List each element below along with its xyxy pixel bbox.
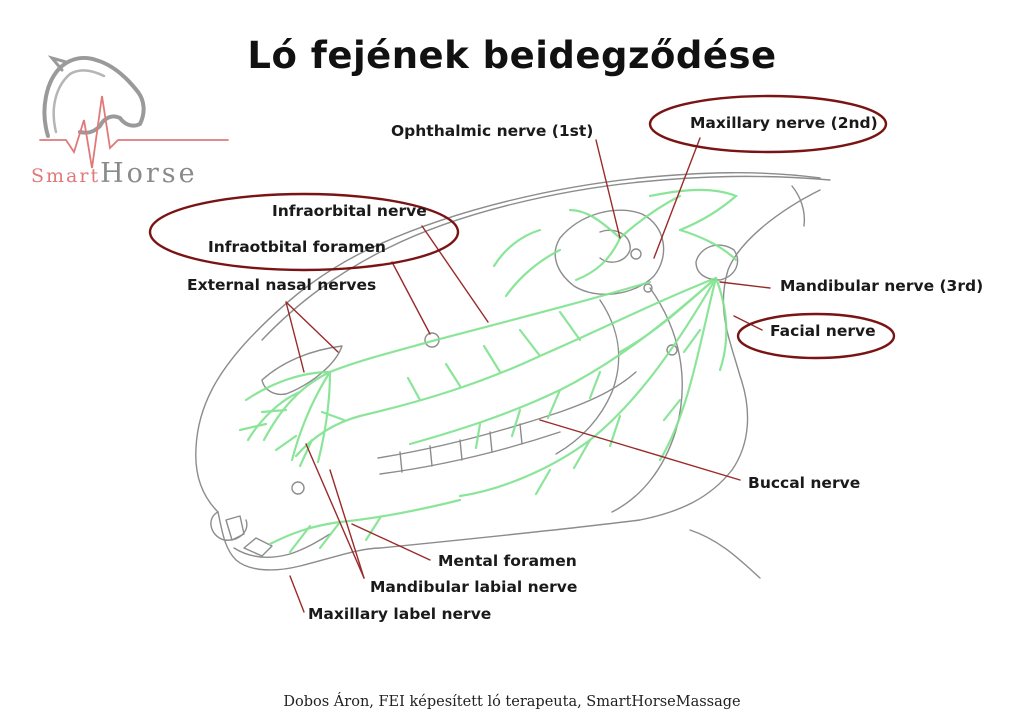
horse-head-outline bbox=[195, 172, 831, 579]
ring-facial bbox=[736, 312, 896, 360]
leader-external-nasal-2 bbox=[285, 301, 339, 353]
label-maxillary-labial-nerve: Maxillary label nerve bbox=[308, 605, 492, 623]
label-maxillary-nerve: Maxillary nerve (2nd) bbox=[690, 114, 878, 132]
footer-credit: Dobos Áron, FEI képesített ló terapeuta,… bbox=[283, 694, 741, 710]
label-mandibular-nerve: Mandibular nerve (3rd) bbox=[780, 277, 984, 295]
leader-maxillary-labial bbox=[289, 575, 305, 613]
leader-mandibular-labial-1 bbox=[305, 443, 365, 579]
highlight-rings bbox=[148, 94, 896, 360]
logo-word-smart: Smart bbox=[31, 165, 101, 187]
leader-mandibular-labial-2 bbox=[329, 469, 365, 579]
leader-mental-foramen bbox=[351, 523, 431, 561]
page-title: Ló fejének beidegződése bbox=[247, 34, 777, 77]
label-infraorbital-nerve: Infraorbital nerve bbox=[272, 202, 427, 220]
label-ophthalmic-nerve: Ophthalmic nerve (1st) bbox=[391, 122, 594, 140]
leader-buccal bbox=[539, 419, 741, 481]
nerve-network bbox=[238, 188, 739, 554]
label-facial-nerve: Facial nerve bbox=[770, 322, 876, 340]
label-mandibular-labial-nerve: Mandibular labial nerve bbox=[370, 578, 578, 596]
leader-lines bbox=[285, 137, 771, 613]
leader-infraorbital-foramen bbox=[391, 261, 431, 335]
ring-maxillary bbox=[648, 94, 888, 154]
leader-infraorbital-nerve bbox=[421, 225, 489, 323]
leader-mandibular bbox=[719, 281, 771, 289]
label-mental-foramen: Mental foramen bbox=[438, 552, 577, 570]
leader-maxillary bbox=[653, 137, 701, 259]
label-external-nasal-nerves: External nasal nerves bbox=[187, 276, 377, 294]
leader-facial bbox=[733, 315, 763, 331]
leader-ophthalmic bbox=[595, 139, 621, 239]
label-infraorbital-foramen: Infraotbital foramen bbox=[208, 238, 386, 256]
logo-graphic bbox=[39, 55, 229, 169]
logo-word-horse: Horse bbox=[100, 158, 198, 189]
label-buccal-nerve: Buccal nerve bbox=[748, 474, 861, 492]
logo-wordmark: SmartHorse bbox=[31, 158, 198, 189]
leader-external-nasal-1 bbox=[285, 301, 305, 373]
ring-infraorbital bbox=[148, 192, 460, 272]
